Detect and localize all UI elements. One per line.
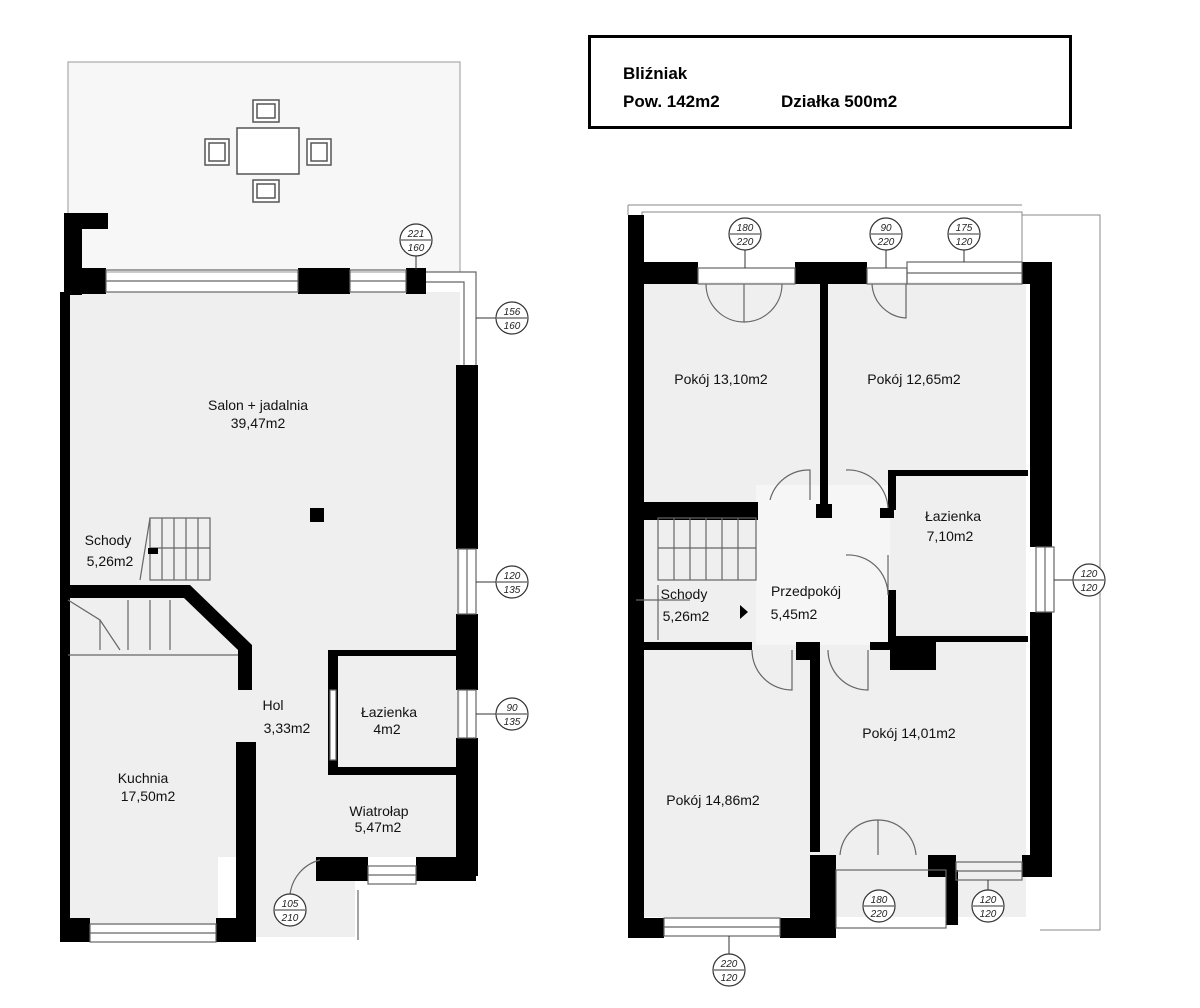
svg-text:120: 120 bbox=[956, 237, 973, 248]
svg-text:135: 135 bbox=[504, 585, 521, 596]
kuchnia-name: Kuchnia bbox=[118, 770, 169, 786]
lazienka-upper-area: 7,10m2 bbox=[927, 528, 974, 544]
svg-text:160: 160 bbox=[504, 321, 521, 332]
salon-name: Salon + jadalnia bbox=[208, 397, 308, 413]
dimension-marker: 120 120 bbox=[971, 880, 1005, 923]
svg-text:105: 105 bbox=[282, 899, 299, 910]
svg-text:220: 220 bbox=[870, 909, 888, 920]
stairs-arrow-icon bbox=[740, 605, 748, 619]
ground-floor-windows bbox=[67, 269, 477, 943]
total-area-label: Pow. 142m2 bbox=[623, 92, 720, 111]
svg-text:220: 220 bbox=[720, 959, 738, 970]
hol-area: 3,33m2 bbox=[264, 720, 311, 736]
svg-text:220: 220 bbox=[736, 237, 754, 248]
svg-text:120: 120 bbox=[980, 909, 997, 920]
kuchnia-area: 17,50m2 bbox=[121, 788, 176, 804]
dimension-marker: 220 120 bbox=[712, 936, 746, 987]
svg-text:175: 175 bbox=[956, 223, 973, 234]
dimension-marker: 120 120 bbox=[1054, 563, 1106, 597]
svg-text:120: 120 bbox=[1081, 583, 1098, 594]
stairs-arrow-icon bbox=[148, 548, 158, 554]
schody-upper-name: Schody bbox=[661, 586, 708, 602]
svg-text:90: 90 bbox=[506, 703, 518, 714]
svg-text:156: 156 bbox=[504, 307, 521, 318]
svg-text:120: 120 bbox=[721, 973, 738, 984]
plot-area-label: Działka 500m2 bbox=[781, 92, 898, 111]
svg-text:221: 221 bbox=[407, 229, 425, 240]
svg-text:160: 160 bbox=[408, 243, 425, 254]
dimension-marker: 156 160 bbox=[476, 301, 529, 335]
dimension-marker: 180 220 bbox=[862, 889, 896, 923]
dimension-marker: 105 210 bbox=[273, 893, 307, 927]
ground-floor-area bbox=[68, 292, 460, 937]
hol-name: Hol bbox=[262, 697, 283, 713]
upper-floor-windows bbox=[636, 261, 1055, 937]
schody-ground-area: 5,26m2 bbox=[87, 553, 134, 569]
svg-text:135: 135 bbox=[504, 717, 521, 728]
pokoj4-name: Pokój 14,86m2 bbox=[666, 792, 760, 808]
svg-text:120: 120 bbox=[504, 571, 521, 582]
schody-ground-name: Schody bbox=[85, 532, 132, 548]
dimension-marker: 175 120 bbox=[947, 217, 981, 262]
info-box: Bliźniak Pow. 142m2 Działka 500m2 bbox=[588, 35, 1072, 129]
upper-floor-walls bbox=[628, 215, 1052, 938]
svg-text:180: 180 bbox=[871, 895, 888, 906]
svg-text:120: 120 bbox=[1081, 569, 1098, 580]
dimension-marker: 90 220 bbox=[869, 217, 903, 268]
schody-upper-area: 5,26m2 bbox=[663, 608, 710, 624]
upper-floor-plan: Pokój 13,10m2 Pokój 12,65m2 Łazienka 7,1… bbox=[627, 204, 1106, 987]
terrace-table-icon bbox=[204, 99, 332, 203]
pokoj1-name: Pokój 13,10m2 bbox=[674, 371, 768, 387]
svg-text:180: 180 bbox=[737, 223, 754, 234]
dimension-marker: 221 160 bbox=[399, 223, 433, 270]
wiatrolap-area: 5,47m2 bbox=[355, 819, 402, 835]
przedpokoj-area: 5,45m2 bbox=[771, 606, 818, 622]
svg-text:220: 220 bbox=[877, 237, 895, 248]
przedpokoj-name: Przedpokój bbox=[771, 583, 841, 599]
pokoj3-name: Pokój 14,01m2 bbox=[862, 725, 956, 741]
dimension-marker: 90 135 bbox=[476, 697, 529, 731]
salon-area: 39,47m2 bbox=[231, 415, 286, 431]
building-type-label: Bliźniak bbox=[623, 64, 688, 83]
dimension-marker: 120 135 bbox=[476, 565, 529, 599]
svg-text:120: 120 bbox=[980, 895, 997, 906]
ground-floor-plan: Salon + jadalnia 39,47m2 Schody 5,26m2 H… bbox=[60, 61, 529, 943]
svg-text:90: 90 bbox=[880, 223, 892, 234]
lazienka-ground-name: Łazienka bbox=[361, 704, 417, 720]
lazienka-ground-area: 4m2 bbox=[373, 721, 400, 737]
pokoj2-name: Pokój 12,65m2 bbox=[867, 371, 961, 387]
lazienka-upper-name: Łazienka bbox=[925, 508, 981, 524]
dimension-marker: 180 220 bbox=[728, 217, 762, 268]
wiatrolap-name: Wiatrołap bbox=[349, 803, 408, 819]
svg-text:210: 210 bbox=[281, 913, 299, 924]
